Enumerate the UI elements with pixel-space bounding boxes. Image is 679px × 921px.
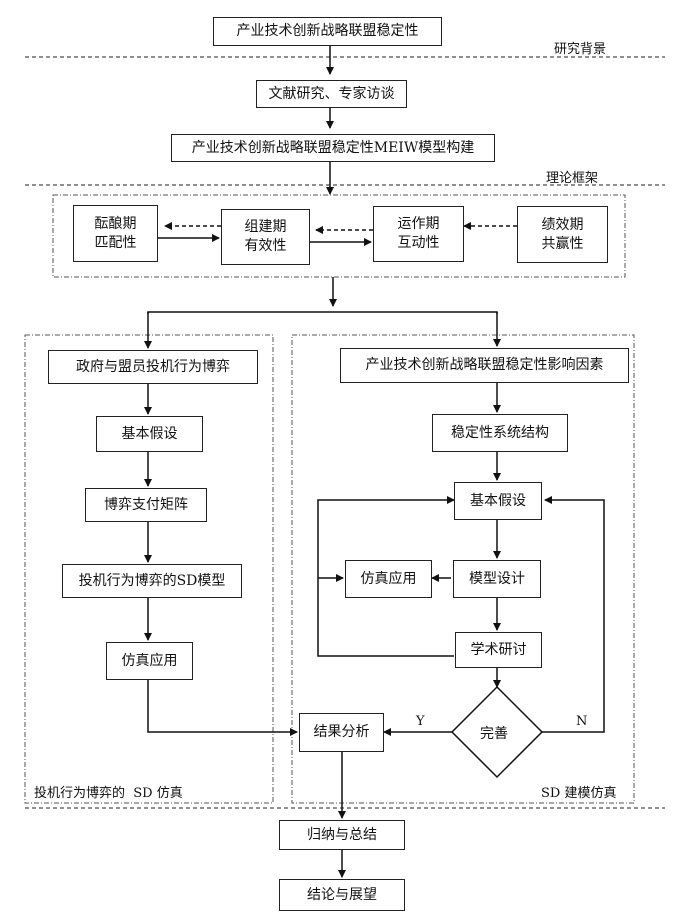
result-analysis-box: 结果分析	[299, 713, 384, 752]
conclusion-box: 结论与展望	[279, 879, 405, 911]
right-factors-box: 产业技术创新战略联盟稳定性影响因素	[340, 348, 629, 383]
lit-review-box: 文献研究、专家访谈	[256, 80, 407, 108]
phase-operation: 运作期 互动性	[373, 206, 464, 262]
decision-diamond	[450, 685, 544, 779]
left-simulation-box: 仿真应用	[106, 642, 193, 680]
right-group-label: SD 建模仿真	[541, 786, 617, 801]
title-box: 产业技术创新战略联盟稳定性	[213, 17, 442, 46]
phase-incubation: 酝酿期 匹配性	[73, 205, 158, 262]
phase-group-frame	[52, 194, 626, 278]
section-label-background: 研究背景	[554, 42, 607, 57]
right-simulation-box: 仿真应用	[345, 560, 432, 598]
yes-label: Y	[416, 714, 425, 729]
phase-formation: 组建期 有效性	[221, 209, 310, 265]
decision-label: 完善	[480, 726, 508, 742]
section-label-framework: 理论框架	[546, 171, 599, 186]
phase-performance: 绩效期 共赢性	[517, 206, 608, 263]
right-structure-box: 稳定性系统结构	[432, 414, 568, 452]
left-assumption-box: 基本假设	[96, 416, 203, 452]
left-sd-model-box: 投机行为博弈的SD模型	[62, 564, 242, 598]
left-payoff-box: 博弈支付矩阵	[85, 488, 207, 522]
right-seminar-box: 学术研讨	[455, 632, 542, 668]
left-group-label: 投机行为博弈的 SD 仿真	[34, 786, 183, 801]
right-group-frame	[291, 334, 635, 804]
meiw-model-box: 产业技术创新战略联盟稳定性MEIW模型构建	[171, 134, 495, 162]
left-game-box: 政府与盟员投机行为博弈	[48, 350, 258, 384]
summary-box: 归纳与总结	[279, 820, 405, 850]
right-model-design-box: 模型设计	[453, 560, 541, 598]
right-assumption-box: 基本假设	[454, 482, 542, 520]
left-group-frame	[24, 334, 274, 804]
no-label: N	[576, 714, 588, 729]
